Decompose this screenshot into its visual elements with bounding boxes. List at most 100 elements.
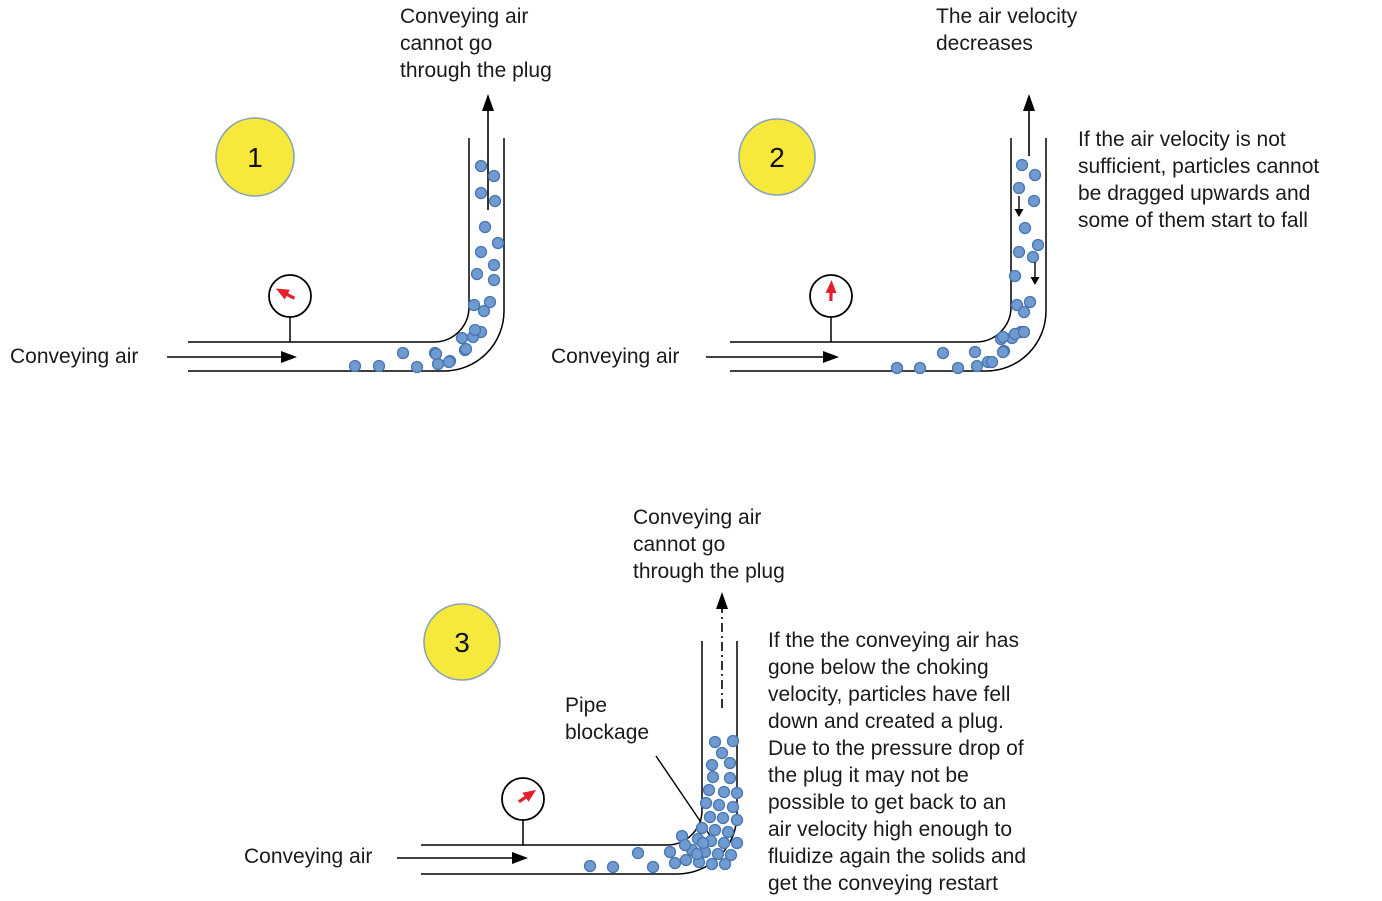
panel-2-top-label: The air velocity decreases bbox=[936, 5, 1078, 55]
particle bbox=[696, 836, 710, 850]
particle bbox=[477, 304, 491, 318]
outlet-flow-arrow-head bbox=[716, 592, 728, 609]
particle bbox=[985, 355, 999, 369]
pipe-inner-wall bbox=[421, 641, 703, 846]
particle bbox=[646, 860, 660, 874]
particle bbox=[678, 838, 692, 852]
particle bbox=[705, 758, 719, 772]
particle bbox=[711, 847, 725, 861]
particle bbox=[483, 295, 497, 309]
particle bbox=[1026, 250, 1040, 264]
gauge-needle bbox=[825, 280, 837, 302]
falling-particle-arrow-head bbox=[1030, 277, 1040, 285]
panel-3-side-text: If the the conveying air has gone below … bbox=[768, 629, 1027, 895]
panel-3-conveying-air-label: Conveying air bbox=[244, 845, 373, 868]
gauge-needle bbox=[517, 789, 537, 804]
particle bbox=[726, 734, 740, 748]
panel-1-conveying-air-label: Conveying air bbox=[10, 345, 139, 368]
particle bbox=[712, 798, 726, 812]
particle bbox=[372, 359, 386, 373]
particle bbox=[410, 360, 424, 374]
panel-2-graphics: 2 bbox=[706, 94, 1047, 375]
particle bbox=[396, 346, 410, 360]
particle bbox=[348, 359, 362, 373]
gauge-needle bbox=[275, 288, 296, 300]
particle bbox=[455, 331, 469, 345]
panel-3-top-label: Conveying air cannot go through the plug bbox=[633, 506, 785, 583]
step-badge bbox=[738, 118, 816, 196]
particle bbox=[468, 323, 482, 337]
particle bbox=[703, 810, 717, 824]
particle bbox=[474, 159, 488, 173]
particle bbox=[1017, 325, 1031, 339]
falling-particle-arrow-head bbox=[1014, 209, 1024, 217]
particle bbox=[1027, 194, 1041, 208]
particle bbox=[606, 860, 620, 874]
particle bbox=[663, 845, 677, 859]
panel-2-side-text: If the air velocity is not sufficient, p… bbox=[1078, 128, 1320, 232]
panel-1-graphics: 1 bbox=[167, 94, 505, 374]
particle bbox=[702, 783, 716, 797]
particle bbox=[708, 735, 722, 749]
panel-2-conveying-air-label: Conveying air bbox=[551, 345, 680, 368]
inlet-flow-arrow-head bbox=[823, 351, 839, 363]
particle bbox=[699, 796, 713, 810]
particle bbox=[631, 846, 645, 860]
particle bbox=[724, 848, 738, 862]
particle bbox=[723, 771, 737, 785]
particle bbox=[721, 825, 735, 839]
particle bbox=[726, 800, 740, 814]
particle bbox=[968, 345, 982, 359]
step-badge-label: 1 bbox=[247, 142, 263, 173]
pipe-outer-wall bbox=[188, 138, 505, 372]
particle bbox=[1015, 158, 1029, 172]
pipe-outer-wall bbox=[730, 138, 1047, 372]
particle bbox=[718, 857, 732, 871]
particle bbox=[478, 220, 492, 234]
outlet-flow-arrow-head bbox=[482, 94, 494, 111]
particle bbox=[1028, 168, 1042, 182]
particle bbox=[467, 298, 481, 312]
particle bbox=[723, 756, 737, 770]
step-badge-label: 3 bbox=[454, 627, 470, 658]
particle bbox=[936, 346, 950, 360]
particle bbox=[951, 361, 965, 375]
particle bbox=[708, 823, 722, 837]
particle bbox=[705, 857, 719, 871]
particle bbox=[474, 186, 488, 200]
particle bbox=[716, 811, 730, 825]
step-badge-label: 2 bbox=[769, 142, 785, 173]
pipe-inner-wall bbox=[188, 138, 470, 343]
particle bbox=[695, 821, 709, 835]
particle bbox=[491, 236, 505, 250]
particle bbox=[1012, 245, 1026, 259]
panel-3-graphics: 3 bbox=[397, 592, 744, 875]
particle bbox=[487, 273, 501, 287]
particle bbox=[470, 267, 484, 281]
particle bbox=[487, 258, 501, 272]
particle bbox=[474, 245, 488, 259]
particle bbox=[1017, 305, 1031, 319]
particle bbox=[690, 847, 704, 861]
particle bbox=[996, 345, 1010, 359]
particle bbox=[715, 746, 729, 760]
particle bbox=[429, 347, 443, 361]
particle bbox=[1023, 295, 1037, 309]
particle bbox=[996, 330, 1010, 344]
particle bbox=[1012, 181, 1026, 195]
outlet-flow-arrow-head bbox=[1023, 94, 1035, 111]
particle bbox=[1031, 238, 1045, 252]
particle bbox=[970, 359, 984, 373]
step-badge bbox=[215, 117, 295, 197]
particle bbox=[679, 853, 693, 867]
particle bbox=[717, 836, 731, 850]
step-badge bbox=[423, 603, 501, 681]
particle bbox=[1008, 269, 1022, 283]
particle bbox=[583, 859, 597, 873]
particle bbox=[1018, 221, 1032, 235]
particle bbox=[730, 836, 744, 850]
panel-3-pipe-blockage-label: Pipe blockage bbox=[565, 694, 650, 744]
particle bbox=[668, 856, 682, 870]
